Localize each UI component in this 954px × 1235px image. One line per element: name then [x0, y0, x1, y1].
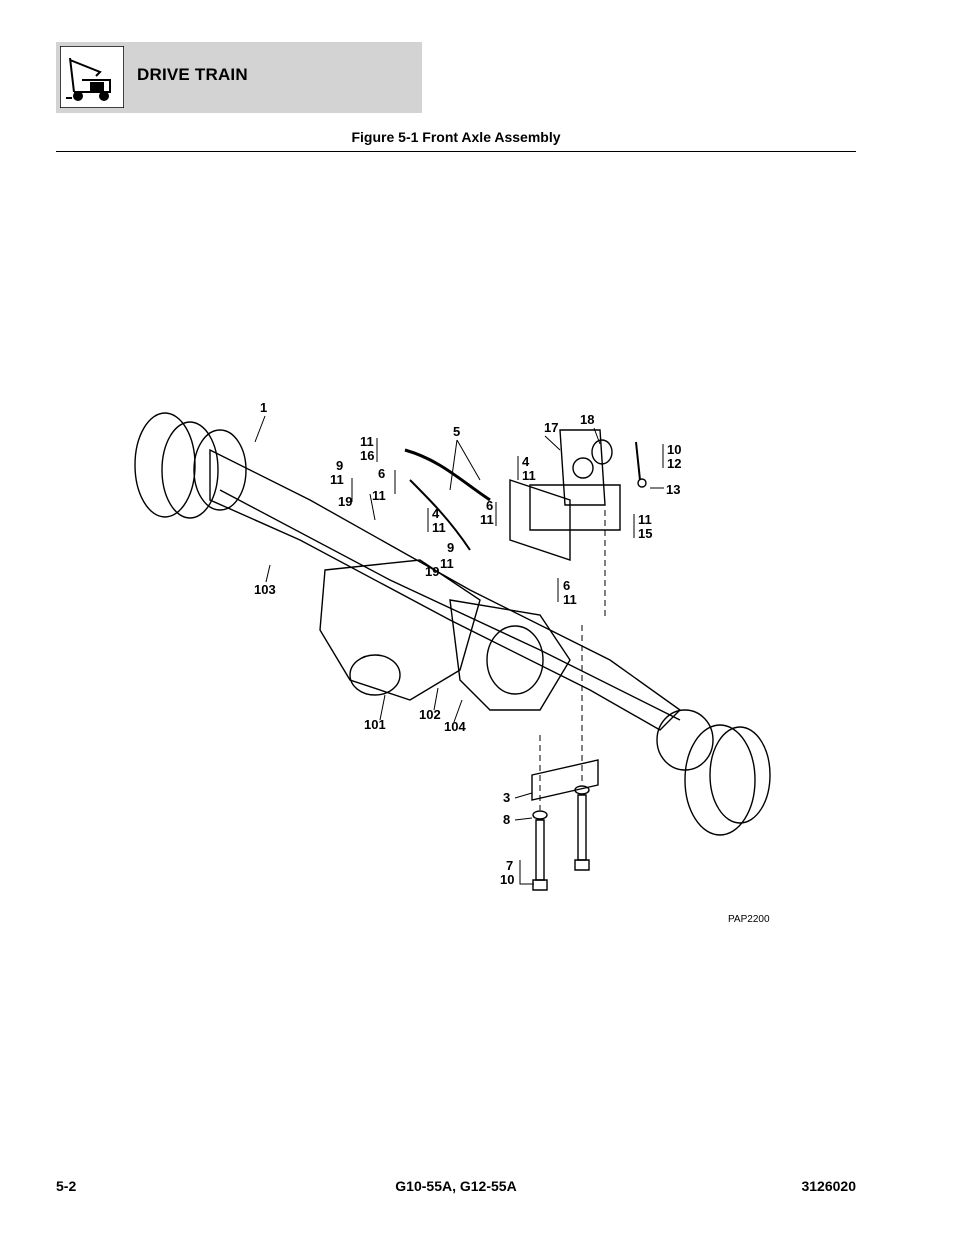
callout-label: 16 [360, 448, 374, 463]
callout-label: 3 [503, 790, 510, 805]
figure-code: PAP2200 [728, 914, 770, 925]
forklift-icon [60, 46, 124, 108]
callout-label: 4 [432, 506, 440, 521]
callout-label: 11 [440, 556, 454, 571]
callout-label: 102 [419, 707, 441, 722]
center-differential [449, 599, 571, 711]
callout-label: 11 [432, 520, 446, 535]
page-number: 5-2 [56, 1178, 77, 1194]
callout-label: 11 [480, 512, 494, 527]
callout-label: 15 [638, 526, 652, 541]
callout-label: 103 [254, 582, 276, 597]
callout-label: 104 [444, 719, 466, 734]
callout-label: 13 [666, 482, 680, 497]
callout-label: 8 [503, 812, 510, 827]
callout-label: 19 [425, 564, 439, 579]
callout-label: 11 [372, 488, 386, 503]
bushing [591, 439, 613, 465]
document-number: 3126020 [801, 1178, 856, 1194]
front-axle-diagram: 1 11 16 9 11 19 6 11 4 11 5 4 11 6 11 17… [134, 400, 771, 925]
hose [404, 448, 491, 502]
model-numbers: G10-55A, G12-55A [395, 1178, 517, 1194]
callout-labels: 1 11 16 9 11 19 6 11 4 11 5 4 11 6 11 17… [254, 400, 681, 887]
callout-label: 11 [563, 592, 577, 607]
callout-label: 11 [330, 472, 344, 487]
callout-label: 1 [260, 400, 267, 415]
left-differential [319, 559, 481, 701]
callout-label: 19 [338, 494, 352, 509]
callout-label: 18 [580, 412, 594, 427]
callout-label: 11 [638, 512, 652, 527]
callout-label: 9 [336, 458, 343, 473]
callout-label: 6 [563, 578, 570, 593]
callout-label: 6 [378, 466, 385, 481]
callout-label: 10 [667, 442, 681, 457]
figure-title: Figure 5-1 Front Axle Assembly [351, 129, 561, 145]
spacer-block [531, 759, 599, 801]
bolt [535, 819, 545, 881]
mounting-bracket [559, 429, 606, 506]
callout-label: 5 [453, 424, 460, 439]
callout-label: 17 [544, 420, 558, 435]
axle-housing [209, 448, 682, 731]
leader-lines [254, 415, 664, 885]
header-rule [56, 151, 856, 152]
section-title: DRIVE TRAIN [137, 65, 248, 84]
callout-label: 9 [447, 540, 454, 555]
callout-label: 101 [364, 717, 386, 732]
callout-label: 10 [500, 872, 514, 887]
left-hub [134, 412, 196, 518]
callout-label: 7 [506, 858, 513, 873]
callout-label: 12 [667, 456, 681, 471]
callout-label: 4 [522, 454, 530, 469]
right-hub [684, 724, 756, 836]
callout-label: 11 [522, 468, 536, 483]
callout-label: 11 [360, 434, 374, 449]
callout-label: 6 [486, 498, 493, 513]
